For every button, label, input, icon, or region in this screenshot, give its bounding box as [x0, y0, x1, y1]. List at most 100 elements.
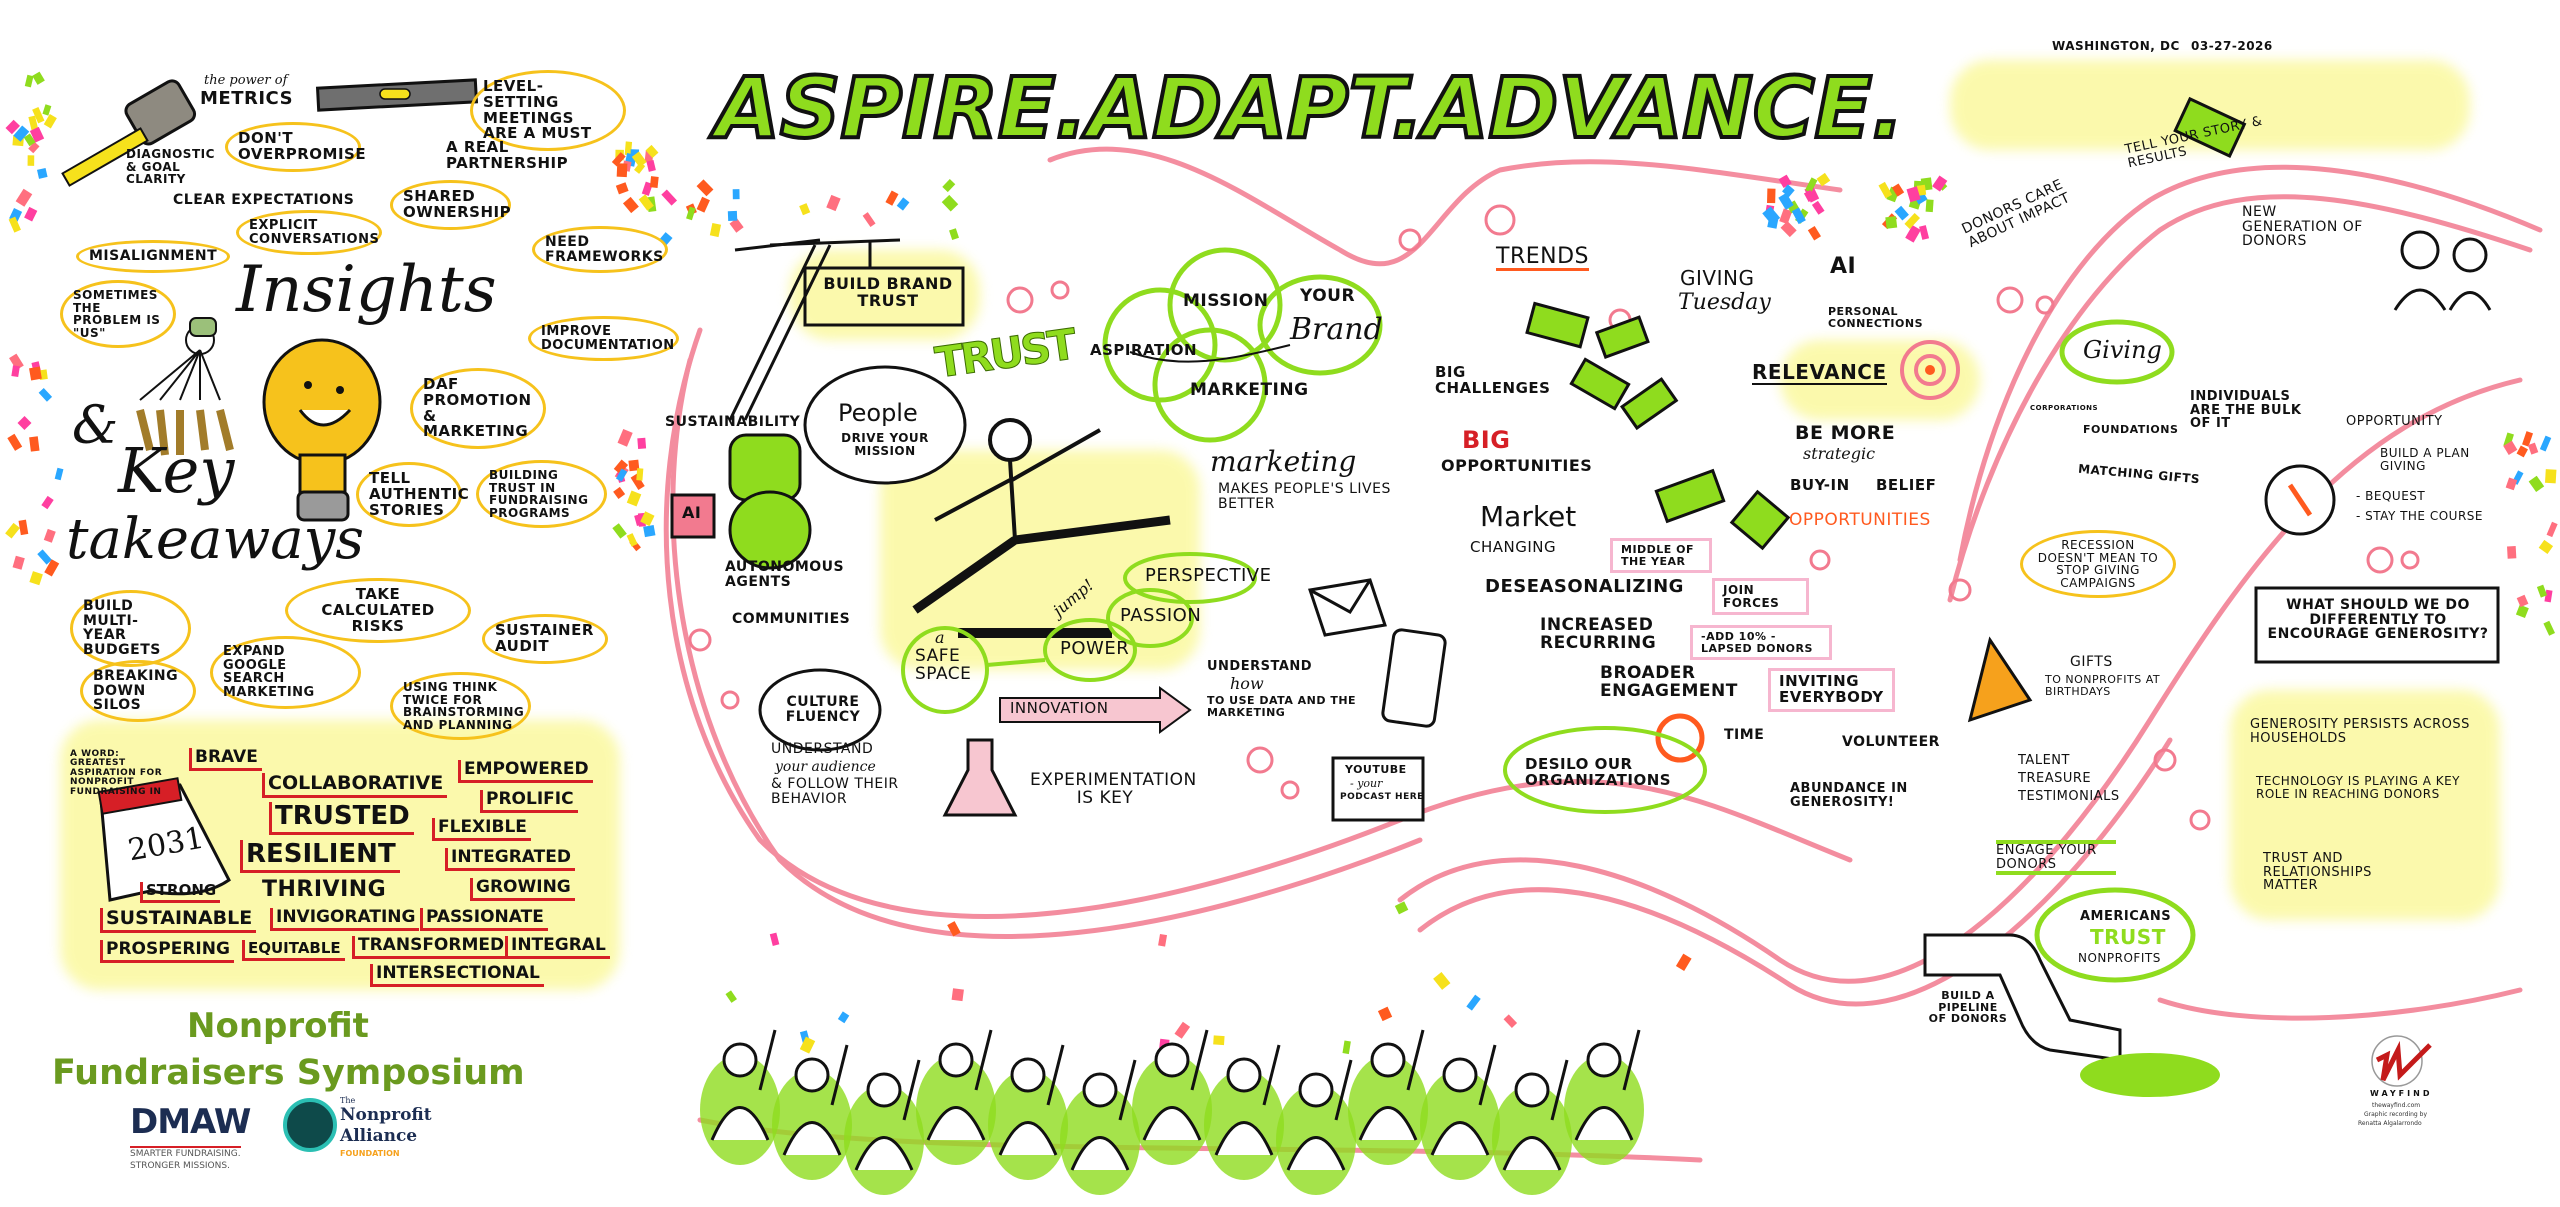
trend-relevance: RELEVANCE — [1752, 360, 1887, 385]
note-take-risks: TAKE CALCULATED RISKS — [285, 578, 471, 644]
confetti-piece — [769, 932, 780, 946]
confetti-piece — [2544, 589, 2553, 603]
jumping-person-icon — [912, 418, 1171, 638]
understand-how-3: TO USE DATA AND THE MARKETING — [1207, 694, 1357, 719]
pink-bubbles — [688, 204, 2420, 831]
aspiration-word: TRANSFORMED — [352, 936, 509, 959]
note-autonomous-agents: AUTONOMOUS AGENTS — [725, 559, 845, 590]
insights-heading: Insights — [236, 253, 497, 327]
confetti-piece — [638, 194, 654, 211]
npa-foundation: FOUNDATION — [340, 1149, 400, 1158]
spirit-level-icon — [315, 78, 479, 112]
note-pipeline: BUILD A PIPELINE of DONORS — [1928, 989, 2008, 1026]
confetti-piece — [15, 188, 33, 207]
confetti-piece — [1780, 220, 1797, 238]
confetti-piece — [2546, 521, 2558, 538]
confetti-piece — [24, 206, 38, 222]
confetti-piece — [661, 189, 678, 206]
confetti-piece — [612, 523, 627, 539]
note-build-brand-trust: BUILD BRAND TRUST — [823, 274, 953, 310]
confetti-piece — [725, 990, 737, 1003]
crowd-person — [916, 1029, 996, 1165]
confetti-piece — [617, 428, 633, 447]
confetti-piece — [649, 176, 659, 188]
note-shared-ownership: SHARED OWNERSHIP — [390, 180, 511, 230]
confetti-piece — [2544, 469, 2557, 484]
note-engage-donors: ENGAGE YOUR DONORS — [1996, 840, 2116, 876]
confetti-piece — [628, 459, 640, 472]
confetti-piece — [1778, 174, 1792, 189]
aspiration-word: BRAVE — [189, 748, 262, 771]
confetti-piece — [27, 155, 35, 166]
confetti-piece — [1342, 1040, 1351, 1055]
confetti-piece — [636, 468, 644, 481]
confetti-piece — [7, 433, 23, 451]
build-brand-trust-box — [803, 266, 965, 327]
label-foundations: FOUNDATIONS — [2083, 423, 2179, 436]
note-sometimes-us: SOMETIMES the PROBLEM IS "US" — [60, 280, 176, 349]
giving-script: Giving — [2083, 336, 2162, 364]
page-title: ASPIRE.ADAPT.ADVANCE. — [713, 59, 1906, 157]
note-building-trust: BUILDING TRUST IN FUNDRAISING PROGRAMS — [476, 460, 607, 529]
bubble-decoration — [2153, 748, 2177, 772]
giving-label: GIVING — [1680, 266, 1755, 290]
wayfind-wordmark: WAYFIND — [2370, 1089, 2433, 1098]
note-lives-better: MAKES PEOPLE'S LIVES BETTER — [1218, 481, 1391, 512]
aspiration-word: COLLABORATIVE — [262, 773, 448, 798]
crowd-person — [988, 1044, 1068, 1180]
bubble-decoration — [2189, 809, 2211, 831]
crowd-person — [1204, 1044, 1284, 1180]
be-more-label: BE MORE — [1795, 422, 1896, 444]
confetti-piece — [5, 119, 21, 135]
note-breaking-silos: BREAKING DOWN SILOS — [80, 660, 196, 723]
confetti-piece — [637, 437, 647, 449]
note-join-forces: JOIN FORCES — [1712, 578, 1809, 616]
your-brand-label: YOUR — [1300, 286, 1356, 306]
trend-personal-connections: PERSONAL CONNECTIONS — [1828, 305, 1923, 330]
confetti-piece — [616, 468, 628, 482]
confetti-piece — [615, 182, 629, 195]
note-dont-overpromise: DON'T OVERPROMISE — [225, 122, 366, 172]
confetti-piece — [8, 216, 21, 233]
aspiration-word: SUSTAINABLE — [100, 908, 257, 933]
confetti-piece — [36, 167, 48, 179]
event-logo-line1: Nonprofit — [187, 1006, 369, 1046]
bubble-decoration — [1484, 204, 1516, 236]
bubble-decoration — [1809, 549, 1831, 571]
dmaw-tagline-1: SMARTER FUNDRAISING. — [130, 1146, 241, 1160]
note-culture-fluency: CULTURE FLUENCY — [785, 694, 861, 725]
note-experimentation: EXPERIMENTATION IS KEY — [1030, 770, 1197, 808]
confetti-piece — [44, 559, 60, 577]
big-challenges: BIG CHALLENGES — [1435, 363, 1551, 397]
party-hat-icon — [1967, 636, 2033, 723]
note-recession: RECESSION DOESN'T MEAN to STOP GIVING CA… — [2020, 530, 2176, 599]
new-generation-donors-icon — [2393, 230, 2492, 311]
confetti-piece — [1433, 971, 1451, 990]
people-subtext: DRIVE YOUR MISSION — [841, 431, 929, 458]
confetti-piece — [1919, 225, 1930, 240]
confetti-piece — [18, 519, 29, 536]
aspiration-word: INTERSECTIONAL — [370, 964, 544, 987]
confetti-piece — [696, 196, 710, 213]
desilo-cloud — [1503, 726, 1707, 814]
ai-chip-label: AI — [682, 503, 702, 522]
aspiration-caption: a WORD: GREATEST ASPIRATION for NONPROFI… — [70, 749, 163, 797]
tape-measure-icon — [61, 79, 197, 187]
confetti-piece — [799, 1036, 816, 1054]
confetti-piece — [2503, 440, 2518, 455]
laptop-icon — [1331, 756, 1425, 822]
confetti-piece — [12, 555, 25, 570]
confetti-piece — [2516, 594, 2529, 608]
time-label: TIME — [1724, 727, 1765, 743]
youtube-label-2: - your — [1350, 777, 1383, 790]
trend-ai: AI — [1830, 254, 1857, 279]
trends-heading: TRENDS — [1496, 245, 1589, 272]
wayfind-credit-2: Renatta Algalarrondo — [2358, 1120, 2422, 1127]
crowd-person — [1564, 1029, 1644, 1165]
note-middle-year: MIDDLE of the YEAR — [1610, 538, 1712, 574]
note-add-lapsed: -ADD 10% -LAPSED DONORS — [1690, 625, 1832, 661]
confetti-piece — [613, 459, 629, 475]
confetti-piece — [11, 365, 20, 378]
bubble-decoration — [1948, 578, 1972, 602]
